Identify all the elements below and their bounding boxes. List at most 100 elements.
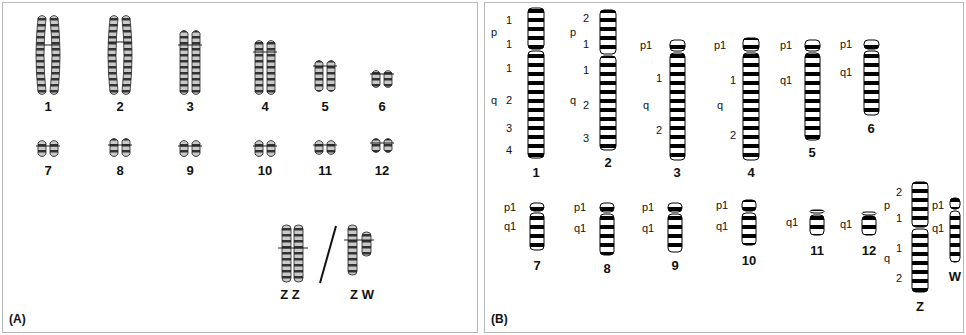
chromosome-number: 4 [261,100,268,113]
ideogram-p-arm [668,203,682,212]
centromere-line [370,74,394,75]
chromosome-number: Z Z [280,288,300,301]
chromosome-number: 1 [44,100,51,113]
ideogram-q-arm [862,216,876,235]
chromosome [180,141,188,157]
chromosome-number: 12 [862,244,876,257]
band-label: 2 [730,130,736,141]
figure-panel: (B) [484,2,964,333]
chromosome [108,16,118,95]
band-label: 3 [583,133,589,144]
band-label: p1 [504,202,516,213]
band-label: q1 [716,221,728,232]
band-label: p1 [642,202,654,213]
band-label: 2 [656,125,662,136]
band-label: q [491,95,497,106]
band-label: 2 [506,95,512,106]
band-label: q [884,253,890,264]
chromosome [255,41,263,95]
chromosome-number: 9 [671,259,678,272]
centromere-line [108,145,132,146]
ideogram-p-arm [670,40,685,51]
chromosome-photos [36,16,394,283]
band-label: 1 [583,65,589,76]
chromosome [50,16,60,95]
figure-panel: (A) [2,2,478,333]
ideogram-p-arm [530,203,544,211]
centromere-line [278,248,308,249]
chromosome-number: 12 [375,164,389,177]
chromosome-number: 10 [258,164,272,177]
chromosome [122,139,130,157]
ideogram-q-arm [810,215,824,235]
centromere-line [370,143,394,144]
band-label: 1 [730,75,736,86]
ideogram-q-arm [743,53,759,160]
chromosome [192,31,200,95]
chromosome-number: 11 [318,164,332,177]
chromosome-number: 8 [116,164,123,177]
slash-divider [320,226,336,283]
chromosome [38,141,46,157]
chromosome-number: 4 [747,166,754,179]
band-label: p1 [714,40,726,51]
band-label: q1 [786,217,798,228]
chromosome-number: 3 [673,166,680,179]
ideogram-q-arm [742,213,756,245]
band-label: 2 [896,273,902,284]
ideogram-q-arm [864,51,879,115]
chromosome-number: 2 [116,100,123,113]
band-label: q1 [574,223,586,234]
sex-chromosome [362,232,371,256]
band-label: q1 [780,75,792,86]
chromosome-number: 11 [810,244,824,257]
chromosome-number: 2 [604,156,611,169]
chromosome [255,141,263,157]
chromosome [180,31,188,95]
ideogram-q-arm [600,214,614,255]
chromosome-number: 1 [532,166,539,179]
band-label: q [570,95,576,106]
centromere-line [178,146,202,147]
panel-tag: (B) [491,312,508,326]
band-label: 4 [506,145,512,156]
ideogram-p-arm [742,200,756,211]
sex-chromosome [348,225,357,275]
chromosome-number: 3 [186,100,193,113]
ideogram-p-arm [810,210,824,213]
band-label: p [570,27,576,38]
centromere-line [313,66,337,67]
chromosome [122,16,132,95]
chromosome-number: 6 [378,100,385,113]
chromosome [50,141,58,157]
chromosome-number: 6 [867,122,874,135]
ideogram-p-arm [600,10,616,54]
ideogram-q-arm [805,53,820,140]
band-label: q1 [840,67,852,78]
band-label: 2 [583,100,589,111]
band-label: 1 [656,73,662,84]
chromosome-number: 10 [742,254,756,267]
chromosome [110,139,118,157]
chromosome-number: Z W [350,288,374,301]
chromosome-number: 7 [533,259,540,272]
chromosome [192,141,200,157]
band-label: 1 [583,39,589,50]
band-label: q [643,100,649,111]
chromosome-number: W [949,270,961,283]
band-label: p1 [932,200,944,211]
chromosome [315,61,323,92]
band-label: p1 [780,40,792,51]
ideogram-p-arm [743,38,759,51]
centromere-line [253,52,277,53]
band-label: q1 [504,221,516,232]
band-label: p1 [574,202,586,213]
ideogram-q-arm [912,229,928,292]
chromosome-number: 8 [603,262,610,275]
band-label: 1 [896,213,902,224]
centromere-line [36,146,60,147]
band-label: q [717,100,723,111]
band-label: p1 [716,200,728,211]
chromosome [372,71,380,88]
